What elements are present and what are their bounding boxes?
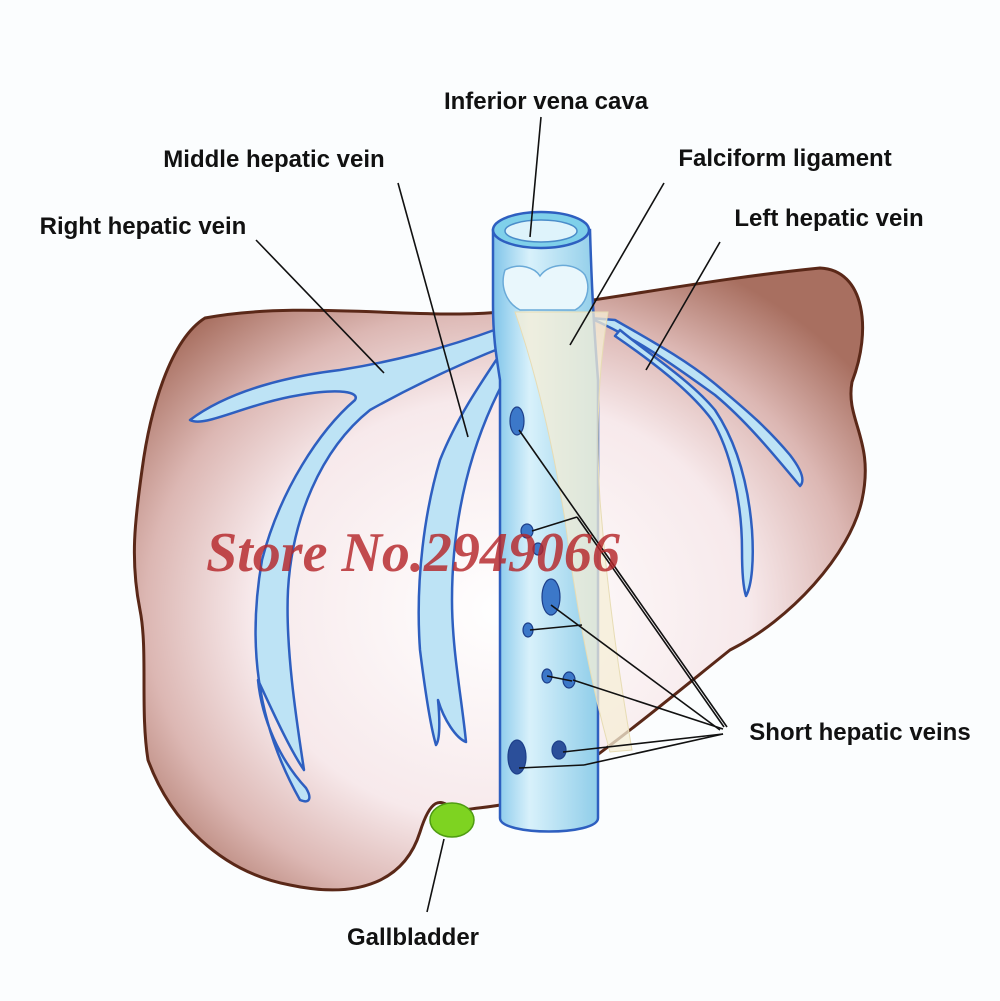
left-hepatic-vein (588, 316, 804, 598)
label-left-hepatic-vein: Left hepatic vein (734, 205, 923, 232)
label-short-hepatic-veins: Short hepatic veins (749, 719, 970, 746)
label-falciform-ligament: Falciform ligament (678, 145, 891, 172)
right-hepatic-vein (188, 326, 510, 803)
label-inferior-vena-cava: Inferior vena cava (444, 88, 649, 115)
label-middle-hepatic-vein: Middle hepatic vein (163, 146, 384, 173)
gallbladder-shape (429, 802, 475, 838)
falciform-ligament (514, 311, 633, 753)
label-right-hepatic-vein: Right hepatic vein (40, 213, 247, 240)
label-gallbladder: Gallbladder (347, 924, 479, 951)
leader-lines (255, 116, 728, 913)
short-hepatic-veins (507, 406, 576, 775)
store-watermark: Store No.2949066 (206, 522, 620, 584)
middle-hepatic-vein (417, 330, 532, 747)
